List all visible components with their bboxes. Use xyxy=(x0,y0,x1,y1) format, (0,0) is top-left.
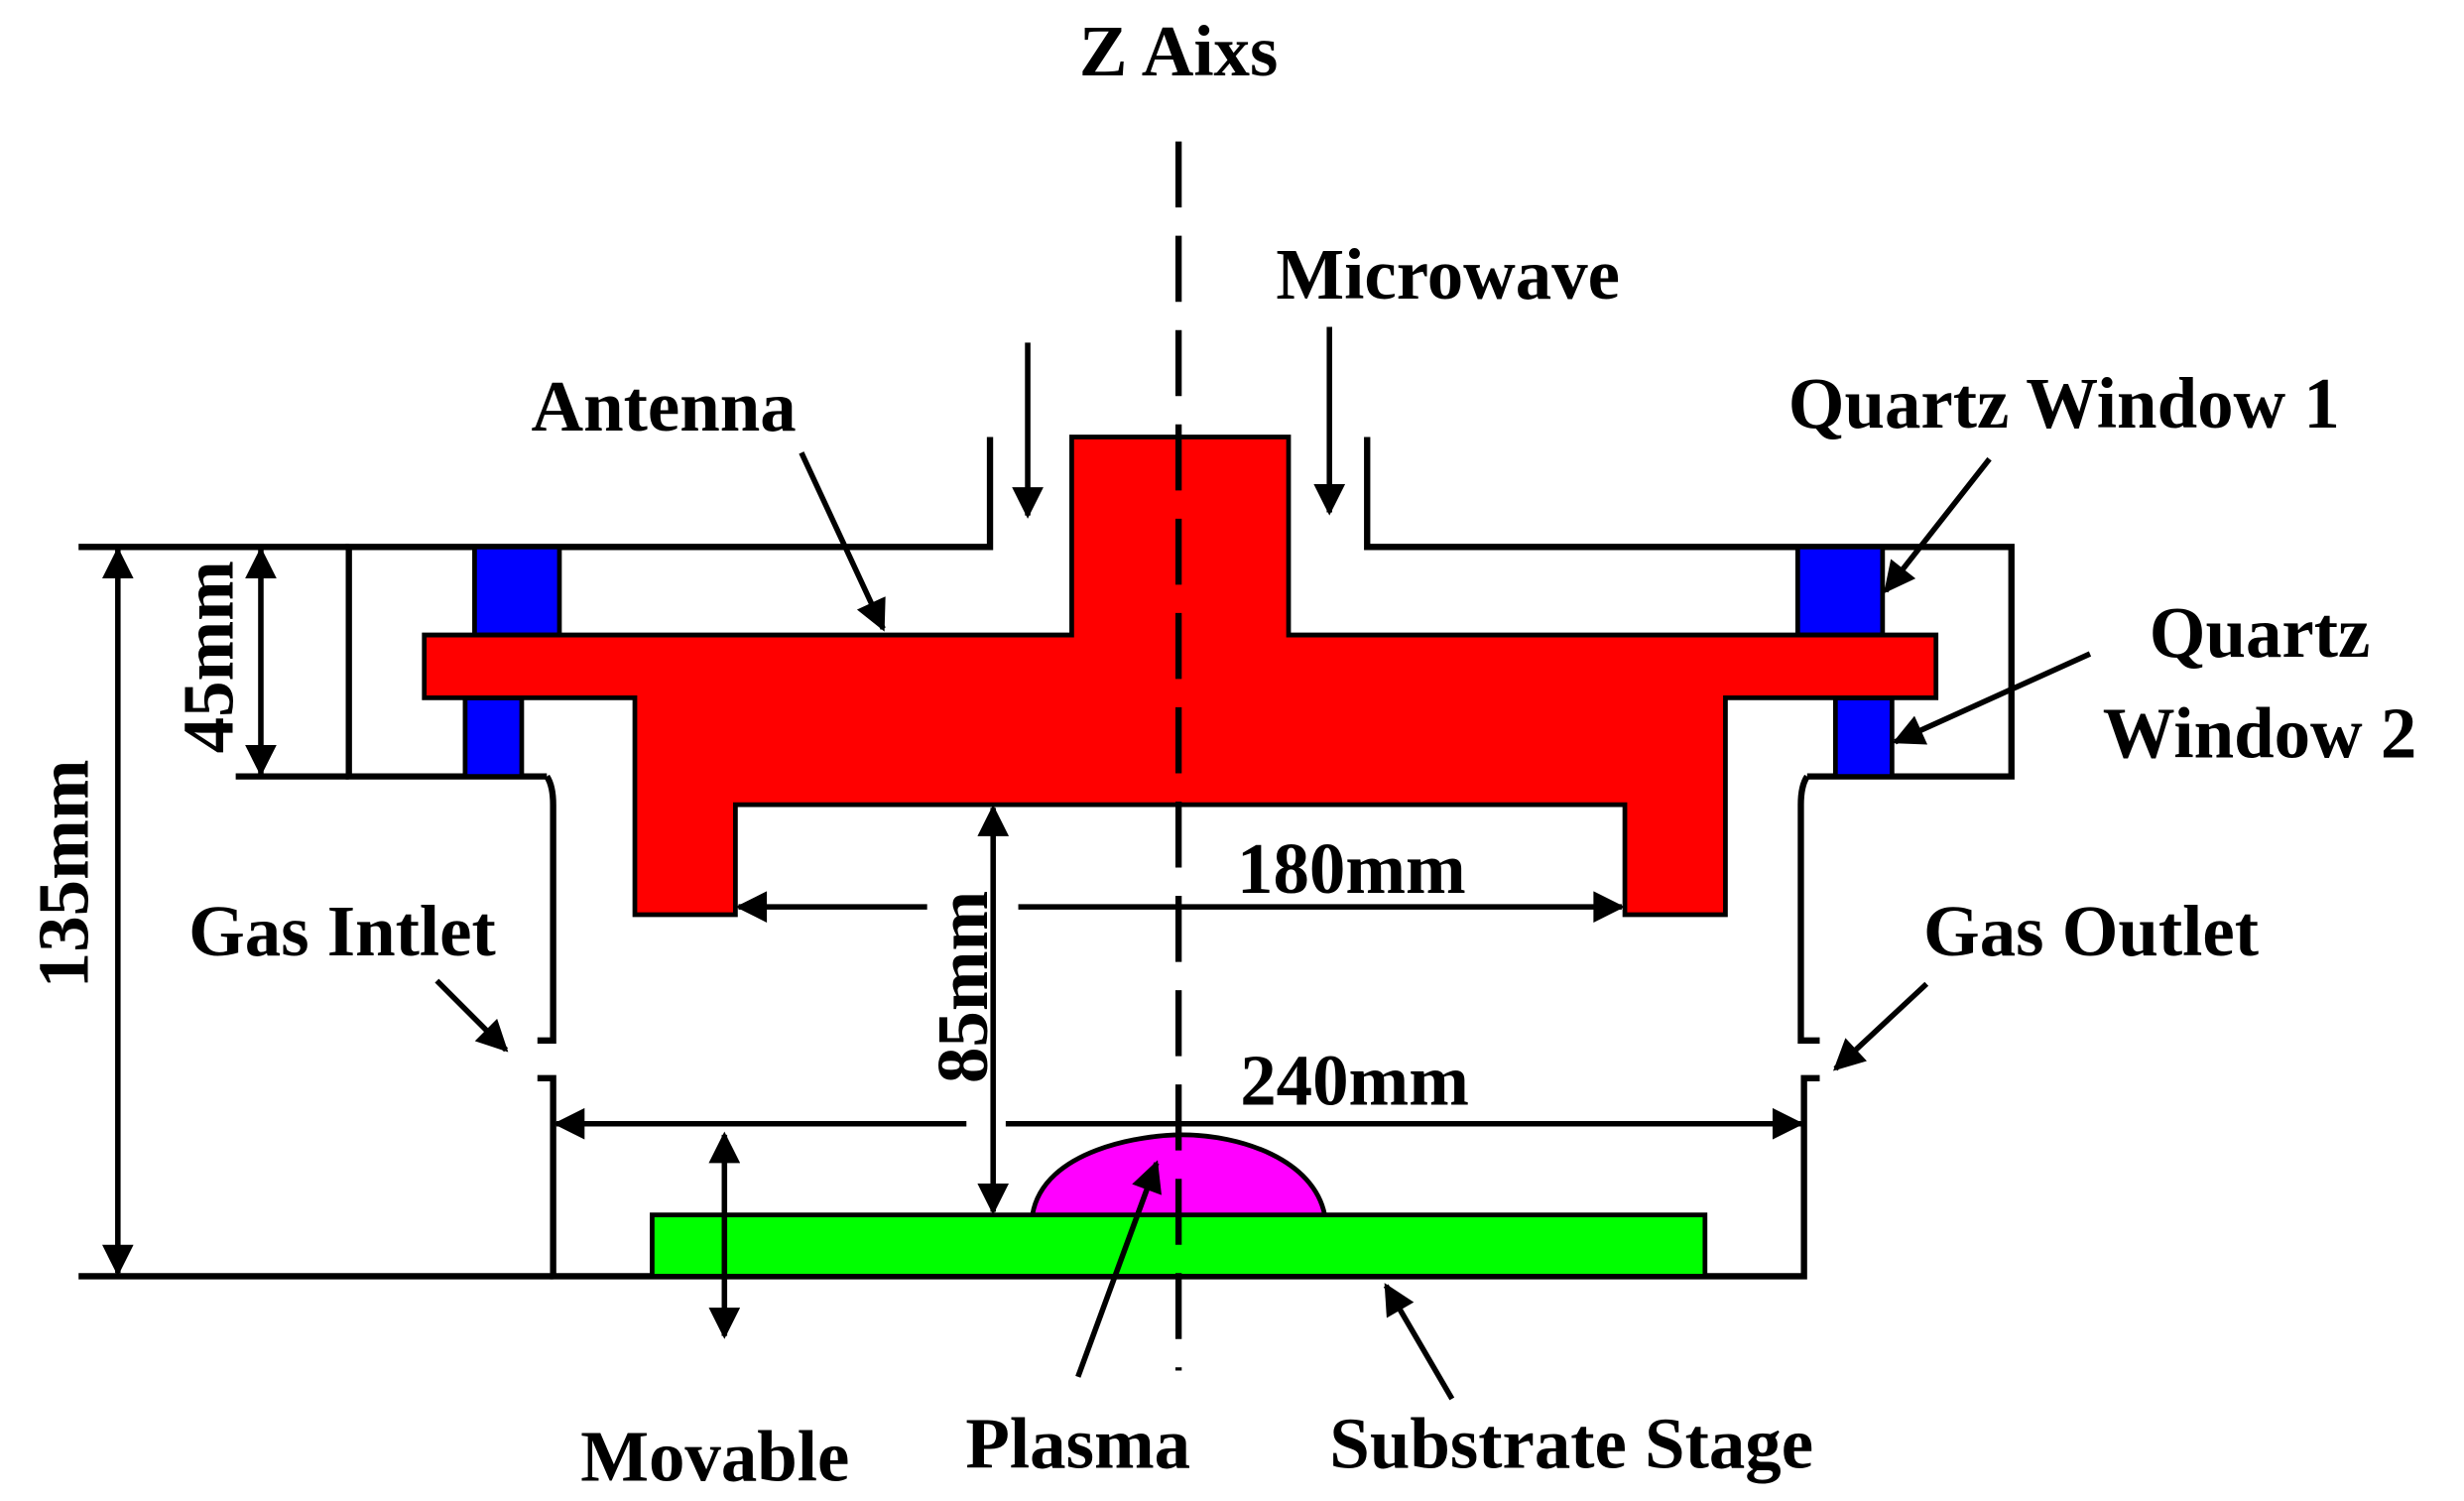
quartz-window-1-pointer xyxy=(1883,456,1992,594)
z-axis-label: Z Aixs xyxy=(1079,11,1278,91)
substrate-stage-label: Substrate Stage xyxy=(1329,1404,1813,1484)
quartz-window-2-right xyxy=(1832,695,1895,780)
quartz-window-1-left xyxy=(472,544,562,638)
dim-180mm-label: 180mm xyxy=(1237,828,1466,909)
plasma-label: Plasma xyxy=(965,1404,1190,1484)
dim-45mm-label: 45mm xyxy=(168,561,248,753)
quartz-window-2-label-line2: Window 2 xyxy=(2103,693,2417,774)
gas-outlet-label: Gas Outlet xyxy=(1923,891,2259,971)
quartz-window-1-label: Quartz Window 1 xyxy=(1788,363,2340,443)
antenna-pointer xyxy=(799,451,886,632)
microwave-label: Microwave xyxy=(1276,234,1620,314)
dim-240mm-label: 240mm xyxy=(1240,1041,1469,1121)
antenna-label: Antenna xyxy=(531,366,796,446)
quartz-window-2-label-line1: Quartz xyxy=(2150,592,2371,673)
movable-label: Movable xyxy=(580,1416,849,1496)
quartz-window-2-pointer xyxy=(1892,651,2092,745)
quartz-window-1-right xyxy=(1794,544,1886,638)
gas-outlet-pointer xyxy=(1833,981,1929,1071)
gas-intlet-pointer xyxy=(434,978,509,1053)
substrate-stage-pointer xyxy=(1383,1283,1455,1401)
dim-85mm-label: 85mm xyxy=(923,891,1003,1083)
quartz-window-2-left xyxy=(462,695,525,780)
dim-135mm-label: 135mm xyxy=(24,760,104,989)
plasma-pointer xyxy=(1075,1160,1162,1378)
gas-intlet-label: Gas Intlet xyxy=(188,891,496,971)
